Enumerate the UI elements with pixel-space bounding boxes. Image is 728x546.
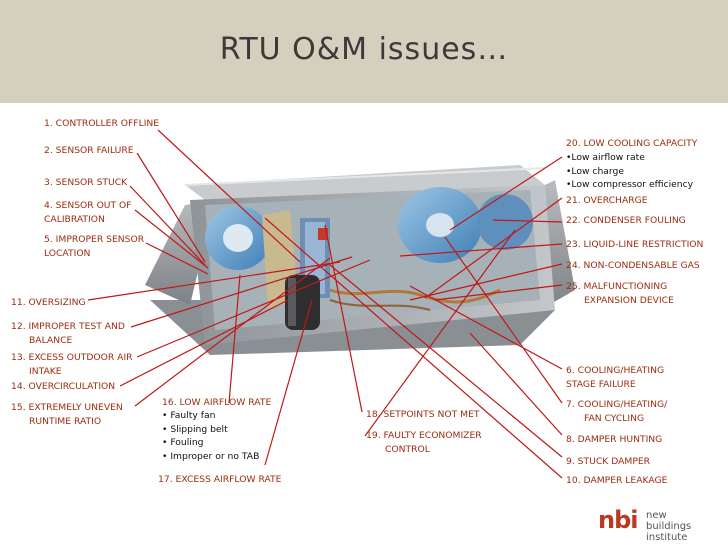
label-sensor-stuck: 3. SENSOR STUCK bbox=[44, 177, 128, 188]
label-low-airflow-rate: 16. LOW AIRFLOW RATE bbox=[162, 397, 272, 408]
label-faulty-economizer-control: 19. FAULTY ECONOMIZER CONTROL bbox=[366, 430, 482, 455]
label-stuck-damper: 9. STUCK DAMPER bbox=[566, 456, 651, 467]
label-malfunctioning-expansion-device: 25. MALFUNCTIONING EXPANSION DEVICE bbox=[566, 281, 674, 306]
logo-text: new buildings institute bbox=[646, 510, 692, 543]
title-band bbox=[0, 0, 728, 103]
list-item: • Fouling bbox=[162, 437, 204, 448]
label-stage-failure: 6. COOLING/HEATING STAGE FAILURE bbox=[566, 365, 665, 390]
low-airflow-causes-list: • Faulty fan • Slipping belt • Fouling •… bbox=[162, 409, 259, 463]
label-uneven-runtime-ratio: 15. EXTREMELY UNEVEN RUNTIME RATIO bbox=[11, 402, 123, 427]
label-overcharge: 21. OVERCHARGE bbox=[566, 195, 648, 206]
label-overcirculation: 14. OVERCIRCULATION bbox=[11, 381, 116, 392]
label-excess-airflow-rate: 17. EXCESS AIRFLOW RATE bbox=[158, 474, 282, 485]
nbi-logo: nbi new buildings institute bbox=[598, 506, 708, 543]
label-condenser-fouling: 22. CONDENSER FOULING bbox=[566, 215, 686, 226]
list-item: • Improper or no TAB bbox=[162, 450, 260, 462]
label-oversizing: 11. OVERSIZING bbox=[11, 297, 86, 308]
label-improper-sensor-location: 5. IMPROPER SENSOR LOCATION bbox=[44, 234, 145, 259]
label-non-condensable-gas: 24. NON-CONDENSABLE GAS bbox=[566, 260, 700, 271]
low-cooling-causes-list: •Low airflow rate •Low charge •Low compr… bbox=[566, 151, 693, 192]
label-setpoints-not-met: 18. SETPOINTS NOT MET bbox=[366, 409, 480, 420]
label-sensor-failure: 2. SENSOR FAILURE bbox=[44, 145, 134, 156]
list-item: • Faulty fan bbox=[162, 410, 216, 421]
list-item: • Slipping belt bbox=[162, 423, 228, 435]
list-item: •Low airflow rate bbox=[566, 152, 645, 163]
list-item: •Low compressor efficiency bbox=[566, 179, 694, 190]
label-damper-hunting: 8. DAMPER HUNTING bbox=[566, 434, 663, 445]
label-sensor-out-of-calibration: 4. SENSOR OUT OF CALIBRATION bbox=[44, 200, 132, 225]
label-fan-cycling: 7. COOLING/HEATING/ FAN CYCLING bbox=[566, 399, 668, 424]
label-damper-leakage: 10. DAMPER LEAKAGE bbox=[566, 475, 668, 486]
label-excess-outdoor-air-intake: 13. EXCESS OUTDOOR AIR INTAKE bbox=[11, 352, 133, 377]
label-liquid-line-restriction: 23. LIQUID-LINE RESTRICTION bbox=[566, 239, 704, 250]
label-controller-offline: 1. CONTROLLER OFFLINE bbox=[44, 118, 160, 129]
logo-mark: nbi bbox=[598, 506, 638, 534]
label-improper-test-and-balance: 12. IMPROPER TEST AND BALANCE bbox=[11, 321, 125, 346]
page-title: RTU O&M issues… bbox=[219, 32, 509, 67]
list-item: •Low charge bbox=[566, 165, 625, 177]
label-low-cooling-capacity: 20. LOW COOLING CAPACITY bbox=[566, 138, 698, 149]
